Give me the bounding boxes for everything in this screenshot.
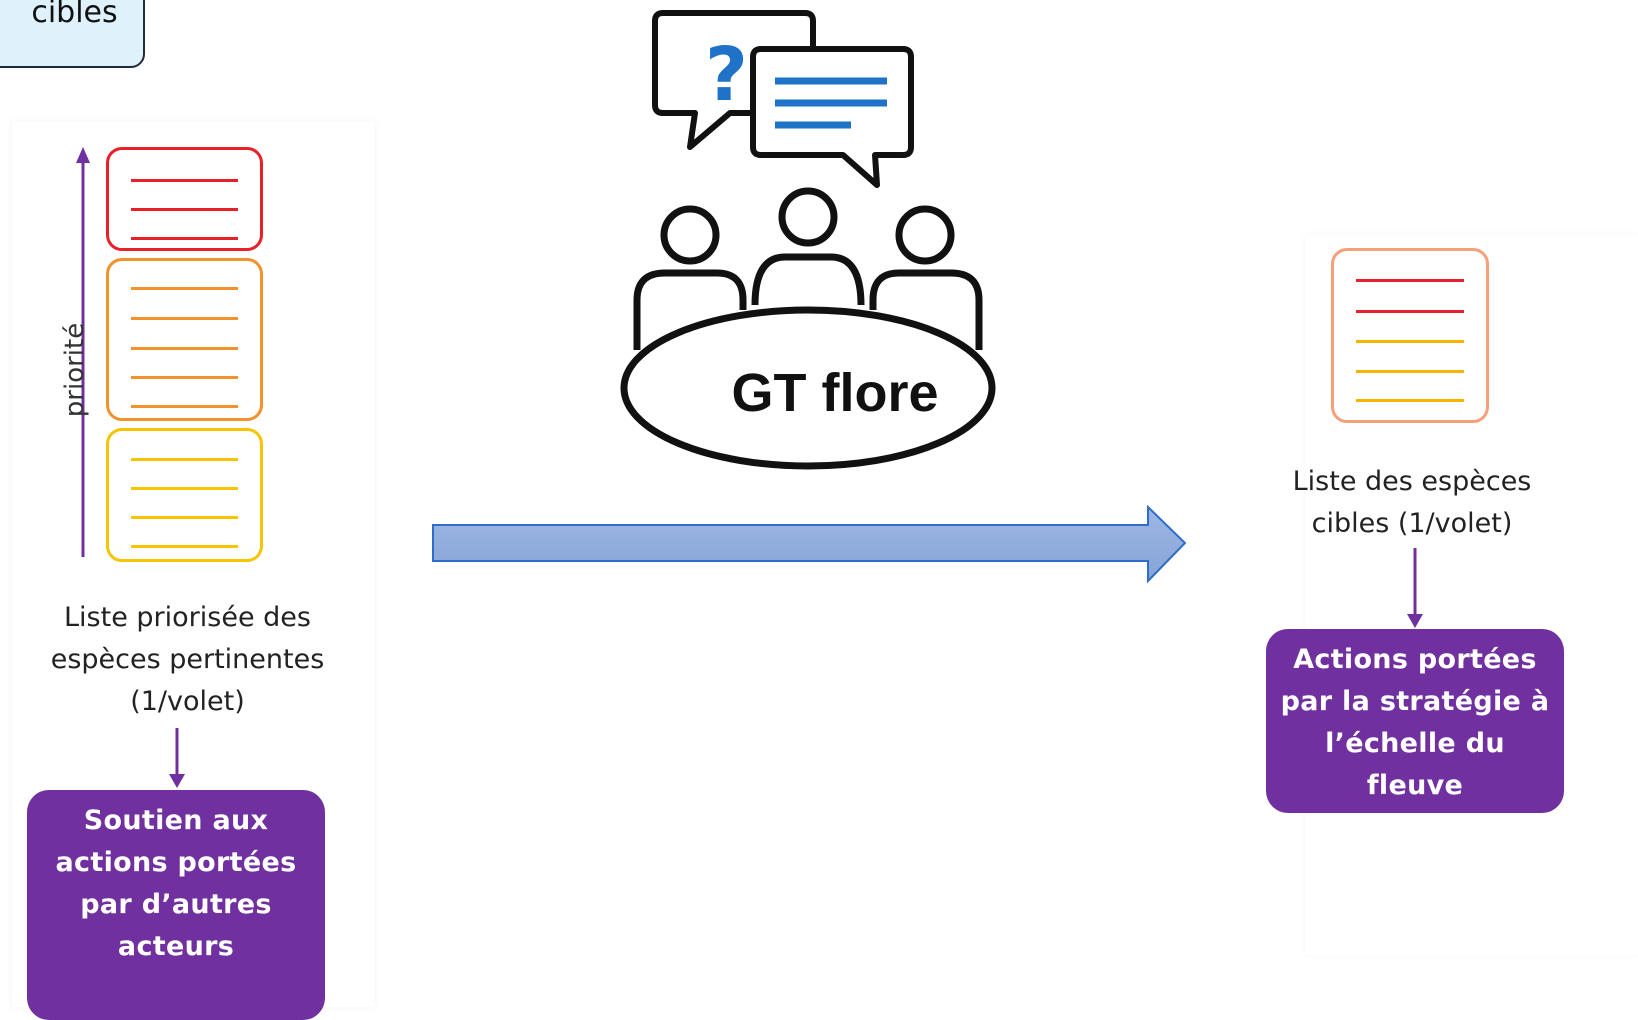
list-line — [1356, 310, 1464, 313]
question-mark-icon: ? — [705, 32, 748, 118]
list-line — [131, 545, 238, 548]
priority-axis-label: priorité — [60, 322, 90, 418]
person-head-icon — [895, 205, 955, 265]
right-action-box: Actions portées par la stratégie à l’éch… — [1266, 629, 1564, 813]
priority-arrow — [76, 147, 90, 557]
list-line — [1356, 340, 1464, 343]
right-action-line: par la stratégie à — [1280, 686, 1550, 717]
list-line — [131, 237, 238, 240]
left-caption: Liste priorisée des espèces pertinentes … — [20, 597, 355, 723]
person-head-icon — [660, 205, 720, 265]
list-line — [131, 347, 238, 350]
list-line — [131, 287, 238, 290]
list-line — [131, 179, 238, 182]
category-tag: cibles — [0, 0, 145, 68]
person-head-icon — [778, 187, 838, 247]
list-line — [131, 487, 238, 490]
meeting-table-icon — [620, 306, 996, 470]
right-action-line: l’échelle du — [1325, 728, 1505, 759]
list-line — [131, 208, 238, 211]
transition-arrow — [432, 505, 1187, 584]
right-down-arrow — [1407, 548, 1423, 628]
list-line — [131, 376, 238, 379]
target-species-list — [1331, 248, 1489, 423]
left-action-line: actions portées — [55, 847, 297, 878]
list-line — [1356, 370, 1464, 373]
left-caption-line: Liste priorisée des — [64, 602, 311, 633]
list-line — [131, 405, 238, 408]
left-down-arrow — [169, 728, 185, 788]
left-action-box: Soutien aux actions portées par d’autres… — [27, 790, 325, 1020]
message-bubble-icon — [750, 46, 914, 188]
list-line — [1356, 399, 1464, 402]
right-caption-line: Liste des espèces — [1292, 466, 1532, 497]
group-meeting-icon: ? — [620, 10, 996, 470]
priority-list-red — [106, 147, 263, 251]
left-action-line: acteurs — [117, 931, 235, 962]
list-line — [131, 516, 238, 519]
left-action-line: Soutien aux — [83, 805, 269, 836]
right-action-line: fleuve — [1366, 770, 1464, 801]
left-caption-line: espèces pertinentes — [50, 644, 325, 675]
right-action-line: Actions portées — [1293, 644, 1537, 675]
category-tag-text: cibles — [31, 0, 118, 30]
list-line — [131, 317, 238, 320]
right-caption: Liste des espèces cibles (1/volet) — [1262, 461, 1562, 545]
left-caption-line: (1/volet) — [130, 686, 245, 717]
list-line — [131, 458, 238, 461]
group-label: GT flore — [731, 363, 939, 423]
list-line — [1356, 279, 1464, 282]
right-caption-line: cibles (1/volet) — [1311, 508, 1513, 539]
left-action-line: par d’autres — [80, 889, 272, 920]
priority-list-yellow — [106, 428, 263, 562]
priority-list-orange — [106, 258, 263, 421]
